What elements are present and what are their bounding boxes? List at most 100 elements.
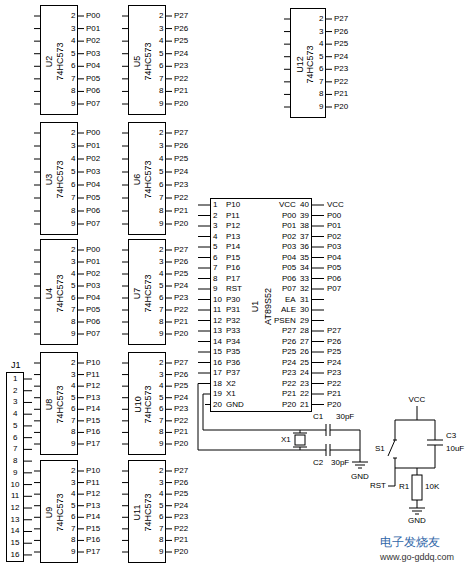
pin-stub bbox=[166, 16, 172, 17]
wire bbox=[395, 468, 435, 469]
wire bbox=[300, 450, 326, 451]
pin-name: P37 bbox=[226, 369, 240, 377]
capacitor-plate bbox=[326, 424, 327, 436]
pin-stub bbox=[78, 482, 84, 483]
pin-stub bbox=[166, 494, 172, 495]
net-label: P01 bbox=[86, 25, 100, 33]
pin-number: 2 bbox=[13, 387, 17, 395]
pin-number: 25 bbox=[300, 359, 309, 367]
pin-name: P33 bbox=[226, 327, 240, 335]
ref-designator: U6 bbox=[133, 174, 142, 186]
pin-stub bbox=[198, 205, 210, 206]
pin-name: P13 bbox=[226, 233, 240, 241]
pin-stub bbox=[78, 53, 84, 54]
pin-number: 9 bbox=[71, 220, 75, 228]
pin-name: P24 bbox=[282, 359, 296, 367]
net-label: P20 bbox=[327, 401, 341, 409]
part-number: 74HC573 bbox=[144, 160, 153, 198]
pin-number: 5 bbox=[71, 394, 75, 402]
pin-stub bbox=[166, 53, 172, 54]
pin-stub bbox=[312, 299, 324, 300]
net-label: VCC bbox=[409, 396, 426, 404]
net-label: P21 bbox=[174, 318, 188, 326]
pin-number: 2 bbox=[71, 467, 75, 475]
pin-name: P11 bbox=[226, 212, 240, 220]
pin-stub bbox=[166, 540, 172, 541]
pin-number: 15 bbox=[11, 539, 20, 547]
crystal-symbol bbox=[295, 435, 305, 445]
pin-stub bbox=[312, 215, 324, 216]
pin-stub bbox=[24, 543, 32, 544]
pin-stub bbox=[198, 310, 210, 311]
pin-number: 23 bbox=[300, 380, 309, 388]
ground-symbol bbox=[412, 511, 422, 512]
ref-designator: U2 bbox=[45, 55, 54, 67]
pin-stub bbox=[198, 236, 210, 237]
pin-stub bbox=[24, 402, 32, 403]
pin-stub bbox=[312, 310, 324, 311]
ref-designator: X1 bbox=[281, 436, 291, 444]
pin-stub bbox=[78, 310, 84, 311]
net-label: P14 bbox=[86, 405, 100, 413]
pin-number: 31 bbox=[300, 296, 309, 304]
pin-number: 32 bbox=[300, 285, 309, 293]
net-label: P23 bbox=[174, 513, 188, 521]
pin-stub bbox=[24, 508, 32, 509]
pin-number: 8 bbox=[159, 318, 163, 326]
pin-number: 6 bbox=[71, 405, 75, 413]
pin-stub bbox=[312, 362, 324, 363]
pin-stub bbox=[198, 373, 210, 374]
pin-number: 5 bbox=[159, 50, 163, 58]
pin-stub bbox=[166, 250, 172, 251]
pin-number: 7 bbox=[159, 417, 163, 425]
pin-stub bbox=[312, 394, 324, 395]
wire bbox=[395, 468, 396, 486]
net-label: P26 bbox=[174, 479, 188, 487]
net-label: P04 bbox=[86, 181, 100, 189]
switch-contact bbox=[393, 440, 397, 441]
pin-stub bbox=[198, 320, 210, 321]
pin-name: P05 bbox=[282, 264, 296, 272]
net-label: P23 bbox=[327, 369, 341, 377]
pin-stub bbox=[198, 226, 210, 227]
ref-designator: R1 bbox=[399, 483, 409, 491]
pin-number: 16 bbox=[11, 551, 20, 559]
pin-number: 10 bbox=[11, 481, 20, 489]
pin-stub bbox=[198, 278, 210, 279]
pin-number: 2 bbox=[71, 359, 75, 367]
pin-stub bbox=[198, 215, 210, 216]
pin-number: 33 bbox=[300, 275, 309, 283]
pin-stub bbox=[166, 298, 172, 299]
net-label: P22 bbox=[174, 417, 188, 425]
pin-name: P22 bbox=[282, 380, 296, 388]
pin-number: 9 bbox=[319, 103, 323, 111]
pin-number: 4 bbox=[319, 40, 323, 48]
latch-chip: U574HC573 bbox=[128, 5, 166, 115]
pin-stub bbox=[78, 104, 84, 105]
wire bbox=[198, 384, 199, 451]
pin-stub bbox=[166, 198, 172, 199]
net-label: P25 bbox=[174, 490, 188, 498]
pin-number: 39 bbox=[300, 212, 309, 220]
pin-number: 5 bbox=[159, 168, 163, 176]
pin-number: 36 bbox=[300, 243, 309, 251]
pin-stub bbox=[78, 185, 84, 186]
net-label: P01 bbox=[327, 222, 341, 230]
pin-number: 2 bbox=[159, 12, 163, 20]
net-label: P22 bbox=[174, 306, 188, 314]
pin-number: 34 bbox=[300, 264, 309, 272]
ground-symbol bbox=[415, 514, 419, 515]
wire bbox=[330, 430, 360, 431]
ref-designator: C2 bbox=[313, 459, 323, 467]
pin-number: 6 bbox=[71, 181, 75, 189]
pin-name: GND bbox=[226, 401, 244, 409]
pin-number: 15 bbox=[213, 348, 222, 356]
pin-number: 7 bbox=[71, 417, 75, 425]
pin-stub bbox=[78, 528, 84, 529]
pin-stub bbox=[78, 552, 84, 553]
pin-number: 8 bbox=[159, 87, 163, 95]
latch-chip: U1274HC573 bbox=[290, 8, 326, 118]
part-number: 74HC573 bbox=[56, 385, 65, 423]
pin-number: 5 bbox=[13, 422, 17, 430]
net-label: P00 bbox=[327, 212, 341, 220]
